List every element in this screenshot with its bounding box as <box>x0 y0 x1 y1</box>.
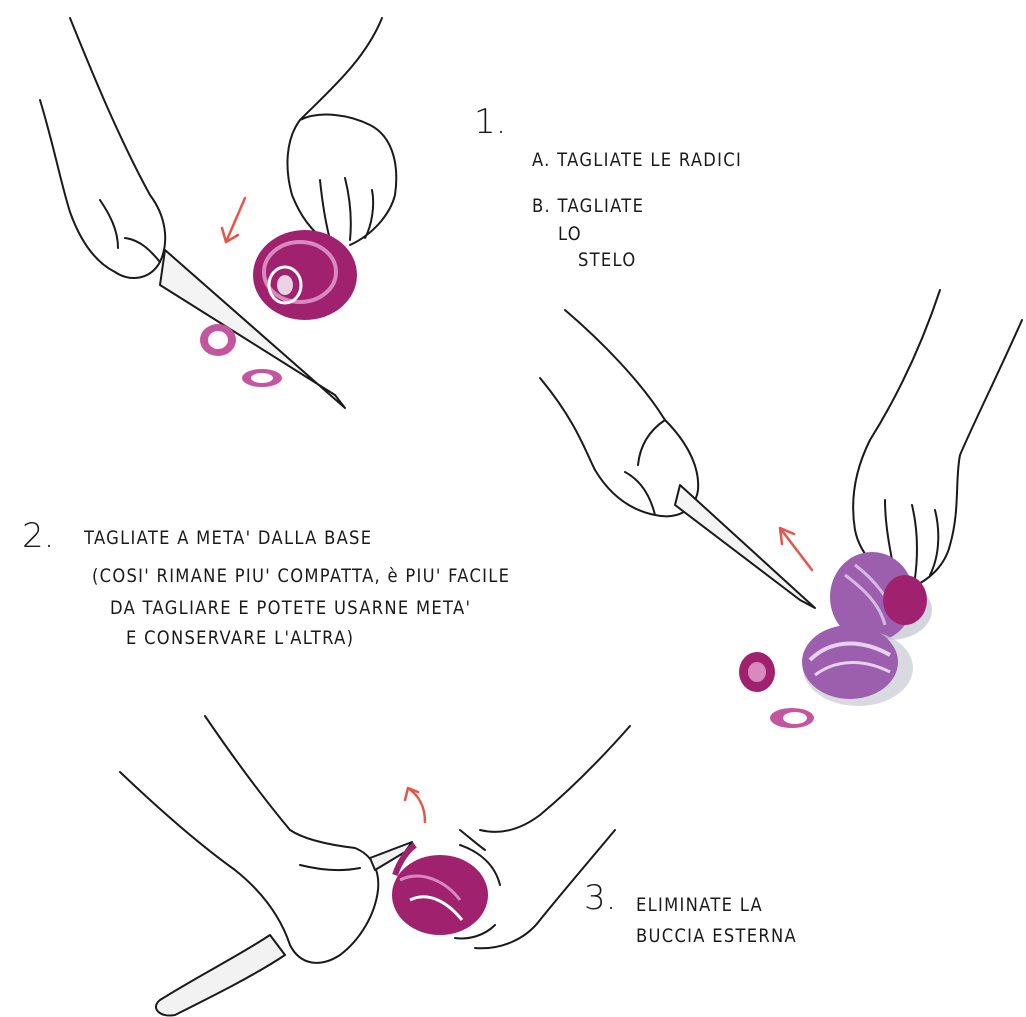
step3-onion <box>392 845 488 935</box>
step2-instruction-line3: DA TAGLIARE E POTETE USARNE META' <box>110 598 471 619</box>
step3-knife-hand <box>120 716 378 963</box>
step3-knife-handle <box>156 935 285 1016</box>
step1-instruction-a: A. TAGLIATE LE RADICI <box>532 150 742 171</box>
step1-arrow-icon <box>222 198 245 242</box>
step1-number: 1. <box>474 104 506 141</box>
step3-drawing <box>120 716 630 1016</box>
step2-instruction-line2: (COSI' RIMANE PIU' COMPATTA, è PIU' FACI… <box>92 566 510 587</box>
step1-instruction-b-line1: B. TAGLIATE <box>532 196 644 217</box>
step1-instruction-b-line2: LO <box>558 224 582 245</box>
step2-instruction-line4: E CONSERVARE L'ALTRA) <box>126 628 354 649</box>
step3-instruction-line2: BUCCIA ESTERNA <box>636 926 797 947</box>
step2-knife-hand <box>540 310 698 516</box>
step2-arrow-icon <box>780 528 812 570</box>
step2-drawing <box>540 290 1022 608</box>
step2-holding-hand <box>853 290 1022 588</box>
step1-knife-hand <box>40 18 165 278</box>
step2-number: 2. <box>22 518 54 555</box>
step1-instruction-b-line3: STELO <box>578 250 637 271</box>
step1-holding-hand <box>287 18 396 245</box>
step2-onion-halves <box>739 552 932 728</box>
step3-number: 3. <box>584 880 616 917</box>
step2-instruction-line1: TAGLIATE A META' DALLA BASE <box>84 528 372 549</box>
step3-arrow-icon <box>405 788 425 822</box>
step3-instruction-line1: ELIMINATE LA <box>636 895 763 916</box>
